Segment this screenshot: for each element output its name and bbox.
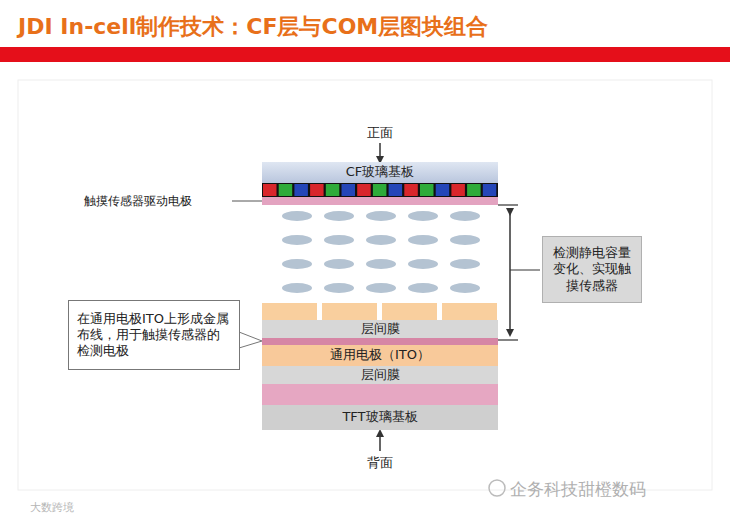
node-text: 在通用电极ITO上形成金属布线，用于触摸传感器的检测电极 — [77, 311, 231, 360]
part-label: 触摸传感器驱动电极 — [84, 193, 192, 210]
color-filter-cells — [263, 184, 496, 196]
filter-cell — [451, 184, 465, 196]
tft-layer — [262, 383, 498, 405]
panel — [18, 80, 712, 490]
lc-molecule — [366, 211, 396, 221]
watermark: 大数跨境 — [30, 500, 74, 515]
pixel-electrode — [382, 303, 437, 320]
filter-cell — [263, 184, 277, 196]
filter-cell — [279, 184, 293, 196]
lc-molecule — [324, 211, 354, 221]
common-electrode: 通用电极（ITO） — [262, 345, 498, 366]
filter-cell — [404, 184, 418, 196]
pixel-electrode — [262, 303, 317, 320]
title: JDI In-cell制作技术：CF层与COM层图块组合 — [18, 12, 488, 42]
lc-molecule — [282, 211, 312, 221]
lc-molecule — [324, 259, 354, 269]
lc-molecule — [408, 283, 438, 293]
watermark: 企务科技甜橙数码 — [510, 478, 646, 501]
back-arrow — [379, 433, 381, 451]
metal-wiring — [262, 338, 498, 345]
filter-cell — [467, 184, 481, 196]
filter-cell — [436, 184, 450, 196]
watermark-icon — [489, 480, 505, 496]
glass-substrate: CF玻璃基板 — [262, 162, 498, 183]
filter-cell — [310, 184, 324, 196]
title-bar — [0, 47, 730, 62]
lc-molecule — [324, 283, 354, 293]
lc-molecule — [282, 259, 312, 269]
bracket-tick — [498, 339, 518, 340]
lc-molecule — [450, 235, 480, 245]
lc-molecule — [408, 259, 438, 269]
node-text: CF玻璃基板 — [346, 164, 415, 180]
filter-cell — [420, 184, 434, 196]
callout-pointer — [239, 332, 262, 348]
leader-line — [232, 201, 262, 202]
lc-molecule — [324, 235, 354, 245]
callout-box: 在通用电极ITO上形成金属布线，用于触摸传感器的检测电极 — [68, 300, 240, 370]
node-text: TFT玻璃基板 — [342, 409, 417, 425]
filter-cell — [326, 184, 340, 196]
lc-molecule — [450, 283, 480, 293]
interlayer-film: 层间膜 — [262, 320, 498, 338]
filter-cell — [389, 184, 403, 196]
front-arrow — [379, 143, 381, 160]
interlayer-film: 层间膜 — [262, 366, 498, 384]
filter-cell — [373, 184, 387, 196]
bracket-tick — [498, 204, 518, 205]
liquid-crystal — [282, 211, 480, 293]
face-label: 正面 — [367, 124, 393, 142]
lc-molecule — [282, 283, 312, 293]
lc-molecule — [450, 211, 480, 221]
gap-arrow — [509, 212, 511, 333]
leader-line — [510, 270, 540, 271]
filter-cell — [483, 184, 497, 196]
node-text: 层间膜 — [361, 367, 400, 383]
face-label: 背面 — [367, 454, 393, 472]
node-text: 通用电极（ITO） — [330, 347, 430, 363]
drive-electrode-layer — [262, 197, 498, 205]
color-filter — [262, 183, 498, 197]
lc-molecule — [366, 259, 396, 269]
note-box: 检测静电容量变化、实现触摸传感器 — [542, 236, 642, 303]
lc-molecule — [450, 259, 480, 269]
pixel-electrode — [442, 303, 497, 320]
filter-cell — [294, 184, 308, 196]
node-text: 检测静电容量变化、实现触摸传感器 — [551, 245, 633, 294]
node-text: 层间膜 — [361, 321, 400, 337]
filter-cell — [357, 184, 371, 196]
filter-cell — [342, 184, 356, 196]
glass-substrate: TFT玻璃基板 — [262, 405, 498, 430]
lc-molecule — [282, 235, 312, 245]
lc-molecule — [408, 211, 438, 221]
lc-molecule — [408, 235, 438, 245]
lc-molecule — [366, 235, 396, 245]
pixel-electrodes — [262, 303, 497, 320]
lc-molecule — [366, 283, 396, 293]
pixel-electrode — [322, 303, 377, 320]
